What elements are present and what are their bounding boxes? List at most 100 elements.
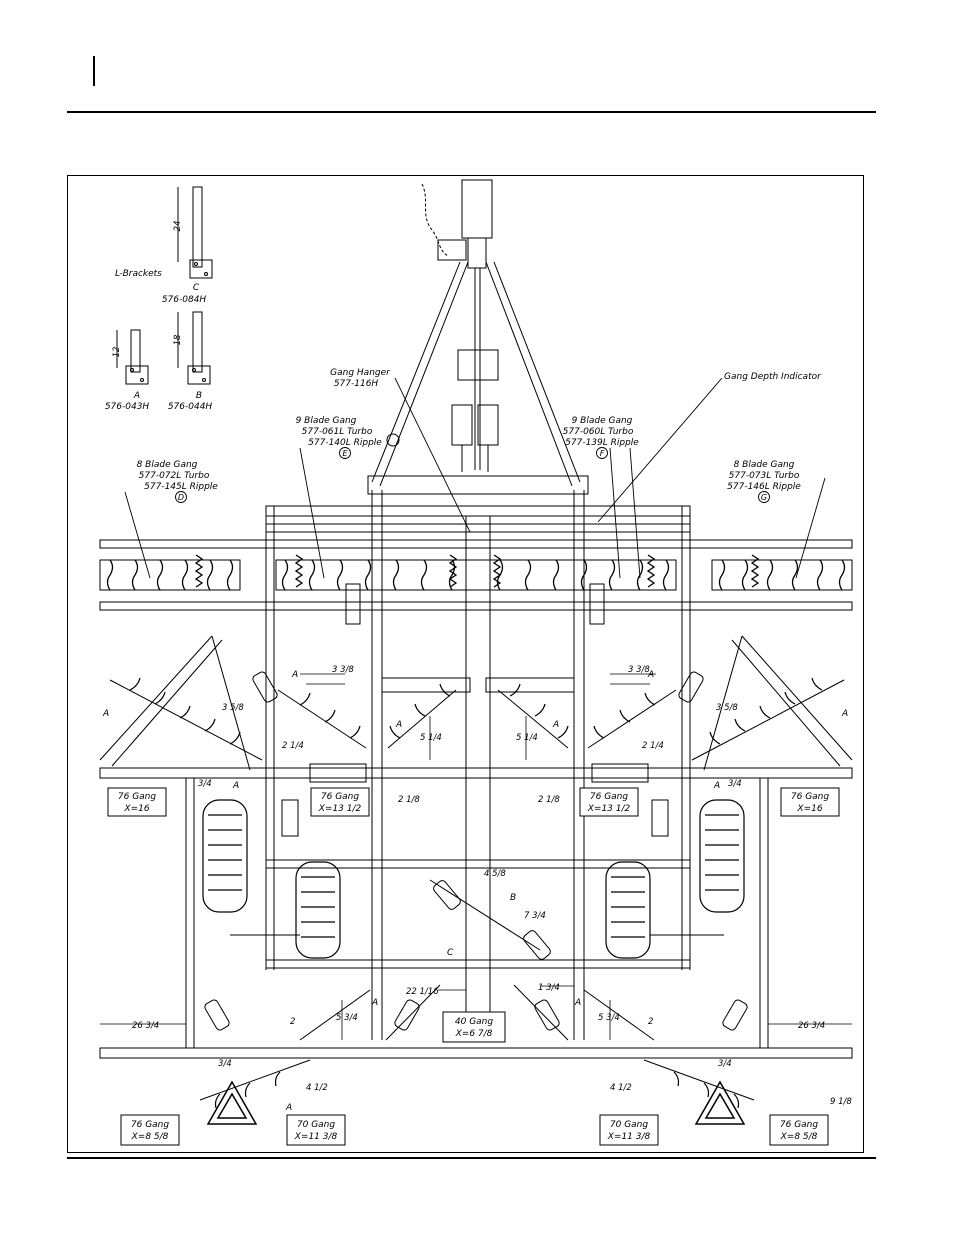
dim-label: 5 3/4 [598, 1013, 620, 1023]
point-a-label: A [371, 998, 378, 1008]
main-frame [99, 475, 853, 1059]
gang-box-value: X=11 3/8 [607, 1132, 651, 1142]
diagonal-gangs [109, 679, 845, 1101]
gang-box-value: X=6 7/8 [455, 1029, 493, 1039]
point-a-label: A [841, 709, 848, 719]
gang-box-label: 70 Gang [610, 1120, 649, 1130]
dim-label: 3/4 [728, 779, 742, 789]
gang8-right-letter: G [761, 493, 767, 502]
gang9-left-turbo: 577-061L Turbo [302, 427, 373, 437]
gang9-right-turbo: 577-060L Turbo [563, 427, 634, 437]
gang-hanger-label: Gang Hanger [330, 368, 391, 378]
dim-label: 2 1/4 [282, 741, 304, 751]
dim-label: 9 1/8 [830, 1097, 852, 1107]
dim-label: 2 [648, 1017, 653, 1027]
dim-label: 1 3/4 [538, 983, 560, 993]
diagonal-gang-blades [129, 677, 823, 1109]
point-a-label: A [395, 720, 402, 730]
bracket-c-letter: C [193, 283, 200, 293]
bracket-a-dim: 12 [112, 347, 122, 358]
gang9-left-ripple: 577-140L Ripple [308, 438, 382, 448]
dim-label: 3 5/8 [222, 703, 244, 713]
dim-label: 3/4 [198, 779, 212, 789]
bracket-b-dim: 18 [173, 334, 183, 345]
dim-label: 5 1/4 [420, 733, 442, 743]
bracket-c-part: 576-084H [162, 295, 207, 305]
dim-label: 2 [290, 1017, 295, 1027]
bracket-b-part: 576-044H [168, 402, 213, 412]
gang-box-value: X=16 [796, 804, 822, 814]
tires [202, 799, 745, 959]
l-bracket-c-drawing [177, 186, 213, 279]
gang9-right-title: 9 Blade Gang [572, 416, 633, 426]
dim-label: 4 1/2 [610, 1083, 632, 1093]
gang8-left-letter: D [178, 493, 184, 502]
gang-box-label: 76 Gang [321, 792, 360, 802]
gang8-left-turbo: 577-072L Turbo [139, 471, 210, 481]
gang9-left-letter: E [342, 449, 348, 458]
point-c-label: C [447, 948, 454, 958]
footer-rule [67, 1157, 876, 1159]
gang-box-value: X=13 1/2 [587, 804, 631, 814]
point-a-label: A [574, 998, 581, 1008]
gang8-right-title: 8 Blade Gang [734, 460, 795, 470]
point-a-label: A [232, 781, 239, 791]
gang-box-value: X=13 1/2 [318, 804, 362, 814]
bracket-a-part: 576-043H [105, 402, 150, 412]
dim-label: 7 3/4 [524, 911, 546, 921]
point-a-label: A [713, 781, 720, 791]
gang8-left-title: 8 Blade Gang [137, 460, 198, 470]
point-a-label: A [102, 709, 109, 719]
gang-hanger-part: 577-116H [334, 379, 379, 389]
dim-label: 3 3/8 [628, 665, 650, 675]
gang-depth-indicator-label: Gang Depth Indicator [724, 372, 822, 382]
gang-box-label: 76 Gang [791, 792, 830, 802]
l-bracket-a-drawing [116, 329, 149, 385]
gang8-left-ripple: 577-145L Ripple [144, 482, 218, 492]
dim-label: 26 3/4 [132, 1021, 159, 1031]
point-a-label: A [552, 720, 559, 730]
header-tick [93, 56, 95, 86]
smv-triangles [206, 1080, 746, 1125]
gang8-right-ripple: 577-146L Ripple [727, 482, 801, 492]
dim-label: 3 3/8 [332, 665, 354, 675]
l-bracket-b-drawing [177, 311, 211, 385]
dimension-lines [100, 673, 852, 1040]
dim-label: 2 1/8 [398, 795, 420, 805]
gang-box-label: 40 Gang [455, 1017, 494, 1027]
bracket-a-letter: A [133, 391, 140, 401]
gang-box-label: 76 Gang [780, 1120, 819, 1130]
point-a-label: A [647, 670, 654, 680]
gang-box-label: 76 Gang [131, 1120, 170, 1130]
dim-label: 2 1/8 [538, 795, 560, 805]
point-a-label: A [291, 670, 298, 680]
dim-label: 4 1/2 [306, 1083, 328, 1093]
front-gang-springs [194, 554, 760, 588]
dim-label: 22 1/16 [406, 987, 439, 997]
dim-label: 2 1/4 [642, 741, 664, 751]
dim-label: 3/4 [218, 1059, 232, 1069]
wheel-hubs [204, 671, 748, 1031]
gang9-right-ripple: 577-139L Ripple [565, 438, 639, 448]
l-brackets-title: L-Brackets [115, 269, 162, 279]
bracket-c-dim: 24 [173, 221, 183, 232]
gang-box-value: X=11 3/8 [294, 1132, 338, 1142]
dim-label: 26 3/4 [798, 1021, 825, 1031]
hydraulic-cylinders [230, 583, 724, 936]
dim-label: 5 3/4 [336, 1013, 358, 1023]
leader-lines [124, 377, 826, 579]
hitch-tongue [371, 179, 581, 487]
gang-box-label: 70 Gang [297, 1120, 336, 1130]
wing-braces [99, 635, 853, 771]
front-gang-row [99, 539, 853, 611]
dim-label: 3/4 [718, 1059, 732, 1069]
diagram-frame [67, 175, 864, 1153]
point-b-label: B [510, 893, 516, 903]
dim-label: 4 5/8 [484, 869, 506, 879]
gang-box-label: 76 Gang [590, 792, 629, 802]
dim-label: 3 5/8 [716, 703, 738, 713]
point-a-label: A [285, 1103, 292, 1113]
gang8-right-turbo: 577-073L Turbo [729, 471, 800, 481]
gang-box-value: X=8 5/8 [780, 1132, 818, 1142]
